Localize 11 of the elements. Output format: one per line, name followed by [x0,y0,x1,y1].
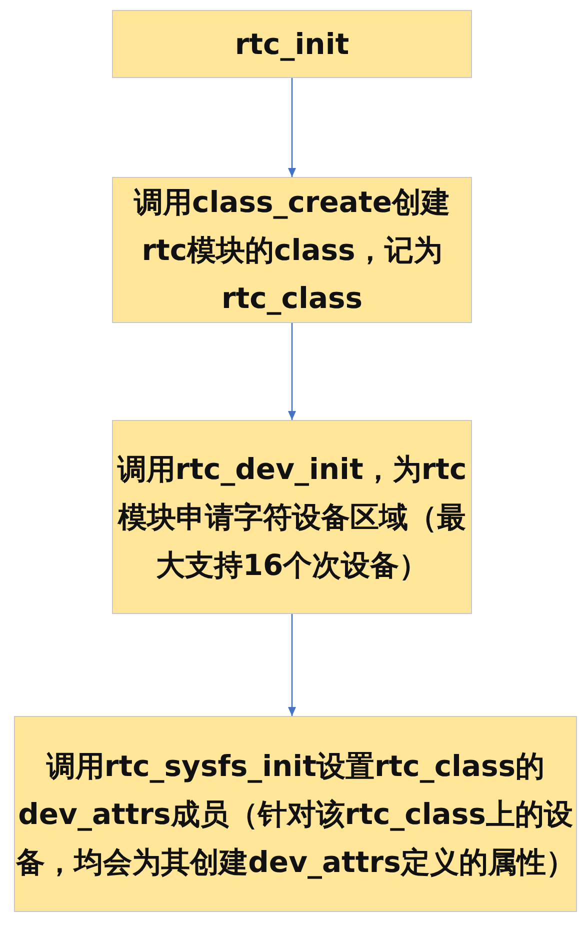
process-box [112,177,472,323]
arrow [288,614,296,716]
box-text: rtc_init [234,26,350,63]
process-box [112,420,472,614]
box-text: 调用rtc_dev_init，为rtc模块申请字符设备区域（最大支持16个次设备） [116,451,468,584]
box-text: 调用class_create创建rtc模块的class，记为rtc_class [132,184,451,317]
process-box [14,716,577,912]
process-box [112,10,472,78]
box-text: 调用rtc_sysfs_init设置rtc_class的dev_attrs成员（针对该rtc_class上的设备，均会为其创建dev_attrs定义的属性） [15,748,576,881]
arrow [288,78,296,177]
arrow [288,323,296,420]
